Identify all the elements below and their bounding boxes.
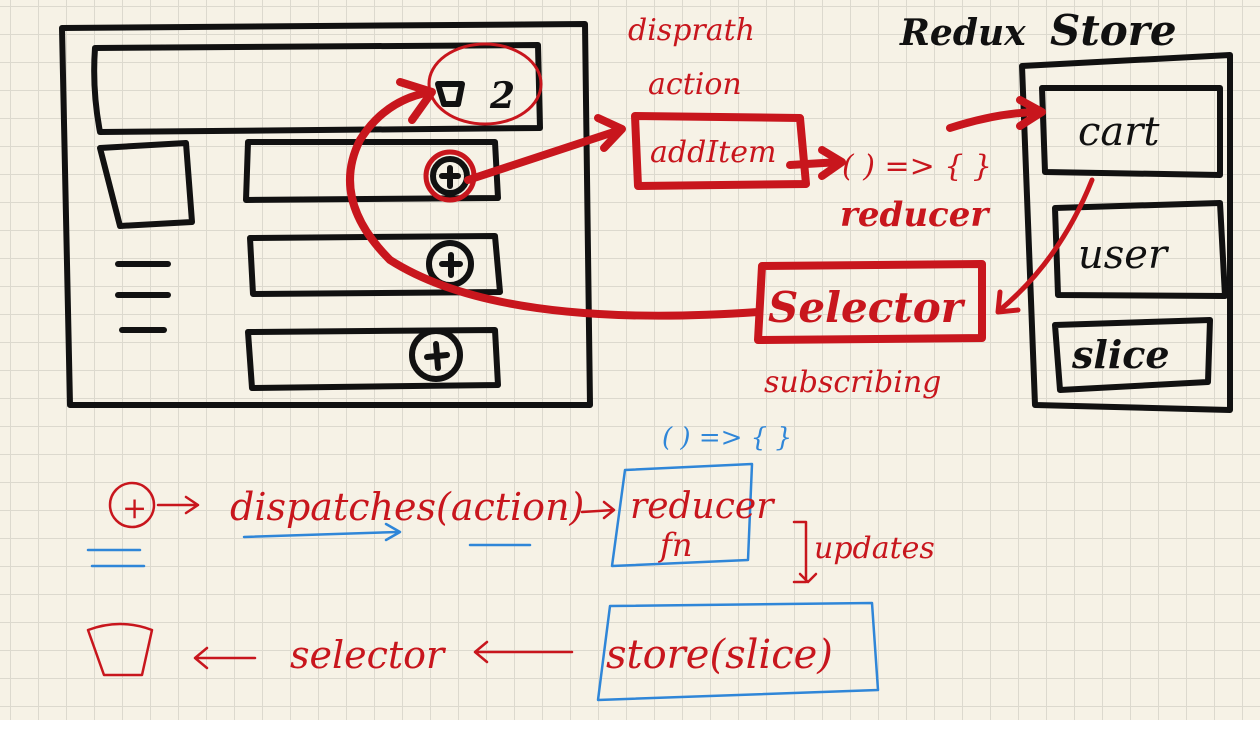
- cart-bucket-icon: [86, 622, 154, 677]
- product-item-2: [247, 233, 503, 297]
- note-plus: +: [122, 491, 147, 526]
- app-window-frame: [59, 21, 593, 408]
- arrow-store-to-selector: [473, 640, 574, 664]
- note-store-slice: store(slice): [606, 632, 833, 678]
- store-slice-slice: slice: [1071, 332, 1170, 377]
- store-slice-user: user: [1078, 232, 1170, 278]
- redux-store: cart user slice Redux Store: [899, 6, 1233, 413]
- arrow-action-to-reducer: [580, 500, 616, 520]
- note-dispatches: dispatches: [230, 485, 436, 529]
- notes-row-2: selector store(slice): [86, 601, 880, 702]
- cart-highlight-circle: [427, 42, 543, 126]
- cart-count: 2: [489, 75, 515, 117]
- blue-underline-plus: [86, 548, 146, 568]
- addItem-box: [631, 112, 810, 190]
- plus-circle-icon: [108, 481, 156, 529]
- action-label: action: [648, 67, 742, 102]
- notes-row-1: + dispatches (action) ( ) => { } reducer…: [86, 423, 935, 584]
- cart-icon: [435, 81, 465, 107]
- whiteboard-canvas: 2 cart user slice Redux Store: [0, 0, 1260, 720]
- note-fn-blue: ( ) => { }: [662, 423, 792, 453]
- store-note-box: [596, 601, 880, 702]
- dispatch-label: disprath: [628, 13, 755, 48]
- arrow-cart-to-selector: [997, 177, 1095, 313]
- product-item-1: [243, 139, 501, 203]
- store-slice-cart-box: [1039, 85, 1223, 178]
- note-action: (action): [436, 485, 584, 529]
- image-placeholder: [97, 140, 195, 229]
- arrow-head-2: [818, 146, 846, 180]
- arrow-plus-to-addItem: [464, 126, 624, 184]
- reducer-note-box: [610, 462, 754, 568]
- note-reducer: reducer: [630, 486, 775, 527]
- arrow-reducer-to-cart: [946, 108, 1044, 132]
- redux-flow: disprath action addItem ( ) => { } reduc…: [346, 13, 1095, 400]
- store-slice-cart: cart: [1078, 109, 1160, 155]
- redux-label: Redux: [899, 12, 1026, 54]
- blue-underline-dispatches: [242, 522, 402, 542]
- addItem-label: addItem: [650, 135, 776, 170]
- add-button-1: [430, 156, 470, 196]
- arrow-selector-to-cart: [193, 646, 257, 670]
- product-item-3: [245, 327, 501, 391]
- app-header-bar: [91, 42, 543, 135]
- reducer-fn: ( ) => { }: [842, 149, 992, 184]
- store-slice-slice-box: [1052, 317, 1213, 393]
- selector-label: Selector: [768, 283, 966, 332]
- reducer-label: reducer: [840, 195, 990, 235]
- store-slice-user-box: [1052, 200, 1228, 299]
- arrow-head-1: [594, 114, 626, 152]
- store-title: Store: [1050, 6, 1177, 55]
- arrow-selector-to-cart-icon: [346, 88, 762, 320]
- updates-bracket: [792, 520, 818, 584]
- add-button-3: [409, 328, 463, 382]
- note-updates: updates: [814, 531, 935, 566]
- arrow-addItem-to-reducer: [786, 158, 844, 169]
- arrow-head-4: [995, 289, 1021, 315]
- store-container: [1019, 52, 1233, 413]
- arrow-head-3: [1016, 96, 1046, 130]
- app-ui-mockup: 2: [59, 21, 593, 408]
- diagram-svg: 2 cart user slice Redux Store: [59, 6, 1233, 702]
- subscribing-label: subscribing: [764, 365, 941, 400]
- note-reducer-fn: fn: [658, 526, 692, 564]
- note-selector: selector: [290, 633, 447, 677]
- arrow-plus-to-dispatch: [156, 495, 200, 515]
- arrow-head-5: [396, 78, 436, 124]
